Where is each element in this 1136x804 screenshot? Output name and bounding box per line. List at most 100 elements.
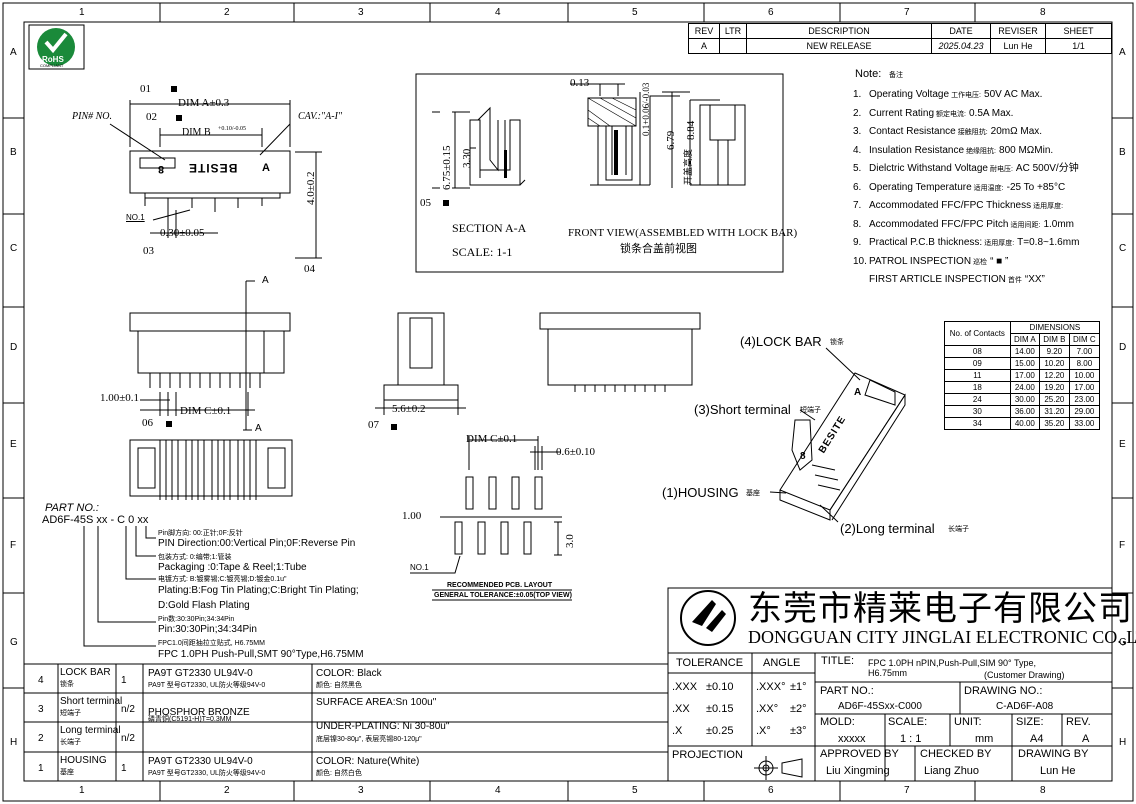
tolerance-value: .XX° — [756, 703, 779, 715]
note-label: Accommodated FFC/FPC Thickness — [869, 200, 1032, 211]
col-label: 2 — [224, 7, 230, 18]
bom-name: HOUSING — [60, 755, 107, 766]
notes-title-cn: 备注 — [889, 72, 903, 79]
drawing-by-label: DRAWING BY — [1018, 748, 1089, 760]
iso-pin-8: 8 — [800, 451, 806, 462]
part-no-title: PART NO.: — [45, 502, 99, 514]
dim-table-cell: 14.00 — [1009, 345, 1040, 358]
dim-table-cell: 40.00 — [1009, 417, 1040, 430]
dim-table-cell: 12.20 — [1038, 369, 1070, 382]
checked-value: Liang Zhuo — [924, 765, 980, 777]
iso-pin-a: A — [854, 387, 862, 398]
mold-value: xxxxx — [838, 733, 866, 745]
part-no-line-cn: FPC1.0间距抽拉立贴式, H6.75MM — [158, 640, 265, 647]
company-name-cn: 东莞市精莱电子有限公司 — [748, 590, 1133, 628]
pcb-height: 3.0 — [564, 534, 576, 548]
dim-c: DIM C±0.1 — [180, 405, 232, 417]
bom-material-cn: PA9T 型号GT2330, UL防火等级94V-0 — [148, 770, 266, 777]
dim-table-cell: 17.00 — [1068, 381, 1101, 394]
dim-0-13: 0.13 — [570, 77, 590, 89]
col-label: 4 — [495, 7, 501, 18]
note-value: 50V AC Max. — [984, 89, 1043, 100]
part-no-line-cn: 电镀方式: B:镀雾锡;C:镀亮锡;D:镀金0.1u" — [158, 576, 287, 583]
front-view-right — [539, 312, 701, 392]
tolerance-label: TOLERANCE — [676, 657, 744, 669]
tolerance-value: .XX — [672, 703, 690, 715]
note-label-cn: 适用厚度: — [1033, 203, 1064, 210]
pitch-dim: 0.30±0.05 — [160, 227, 205, 239]
row-label: D — [1119, 342, 1127, 353]
side-view — [375, 312, 466, 415]
rev-header: SHEET — [1045, 23, 1112, 39]
approved-label: APPROVED BY — [820, 748, 899, 760]
pin-8: 8 — [158, 163, 165, 175]
note-label-cn: 接触阻抗: — [957, 129, 988, 136]
rev-value: A — [1082, 733, 1090, 745]
short-terminal-label: (3)Short terminal — [694, 402, 791, 417]
bom-material-cn: 磷青铜(C5191-H)T=0.3MM — [148, 716, 232, 723]
part-no-line: Pin:30:30Pin;34:34Pin — [158, 624, 257, 635]
lock-bar-label: (4)LOCK BAR — [740, 334, 822, 349]
notes-title: Note: — [855, 68, 882, 80]
bom-name: Short terminal — [60, 696, 123, 707]
note-value: 0.5A Max. — [968, 107, 1014, 119]
dim-table-cell: 11 — [944, 369, 1011, 382]
drawing-no-value: C-AD6F-A08 — [996, 701, 1054, 712]
row-label: C — [1119, 243, 1127, 254]
dim-table-cell: 7.00 — [1068, 345, 1101, 358]
row-label: A — [1119, 47, 1126, 58]
section-height: 6.75±0.15 — [441, 145, 453, 190]
dim-table-cell: 24.00 — [1009, 381, 1040, 394]
note-label-cn: 工作电压: — [951, 92, 982, 99]
note-label-cn: 首件 — [1007, 277, 1022, 284]
bom-name-cn: 短端子 — [60, 710, 81, 717]
dim-table-header: DIMENSIONS — [1009, 321, 1101, 334]
bom-no: 3 — [38, 704, 44, 715]
rev-cell: Lun He — [990, 38, 1046, 54]
rev-cell: 1/1 — [1045, 38, 1112, 54]
part-no-line-cn: Pin数:30:30Pin;34:34Pin — [158, 616, 235, 623]
part-no-line-cn: Pin脚方向: 00:正针;0F:反针 — [158, 530, 243, 537]
dim-table-cell: 33.00 — [1068, 417, 1101, 430]
bom-finish-cn: 颜色: 自然白色 — [316, 770, 362, 777]
bom-finish-cn: 颜色: 自然黑色 — [316, 682, 362, 689]
company-name-en: DONGGUAN CITY JINGLAI ELECTRONIC CO.,LTD… — [748, 627, 1136, 647]
callout-03: 03 — [143, 245, 154, 257]
row-label: A — [10, 47, 17, 58]
note-value: AC 500V/分钟 — [1015, 163, 1079, 174]
pcb-no1: NO.1 — [410, 563, 429, 572]
dim-b-tol: +0.10/-0.05 — [218, 126, 247, 132]
section-a-marker: A — [255, 423, 262, 434]
bom-finish-cn: 底层镍30-80μ", 表层亮锡80-120μ" — [316, 736, 422, 743]
note-item: 9.Practical P.C.B thickness:适用厚度:T=0.8~1… — [853, 238, 1108, 252]
dim-table-cell: 36.00 — [1009, 405, 1040, 418]
col-label: 1 — [79, 785, 85, 796]
brand-label: BESITE — [188, 161, 238, 175]
dim-table-cell: 23.00 — [1068, 393, 1101, 406]
row-label: F — [10, 540, 17, 551]
pcb-tolerance: GENERAL TOLERANCE:±0.05(TOP VIEW) — [434, 592, 572, 599]
row-label: E — [1119, 439, 1126, 450]
rohs-logo — [28, 24, 85, 70]
pcb-layout — [410, 436, 572, 601]
bom-material: PA9T GT2330 UL94V-0 — [148, 668, 253, 679]
note-number: 8. — [853, 218, 862, 230]
note-label-cn: 适用厚度: — [984, 240, 1015, 247]
note-number: 9. — [853, 237, 862, 248]
long-terminal-label: (2)Long terminal — [840, 521, 935, 536]
front-view-title-cn: 锁条合盖前视图 — [620, 243, 697, 255]
bom-material: PHOSPHOR BRONZE — [148, 707, 250, 718]
row-label: D — [10, 342, 18, 353]
note-number: 3. — [853, 126, 862, 137]
scale-value: 1 : 1 — [900, 733, 922, 745]
part-no-line: Plating:B:Fog Tin Plating;C:Bright Tin P… — [158, 585, 359, 596]
bom-qty: n/2 — [121, 704, 135, 715]
note-value: 20mΩ Max. — [990, 126, 1043, 137]
